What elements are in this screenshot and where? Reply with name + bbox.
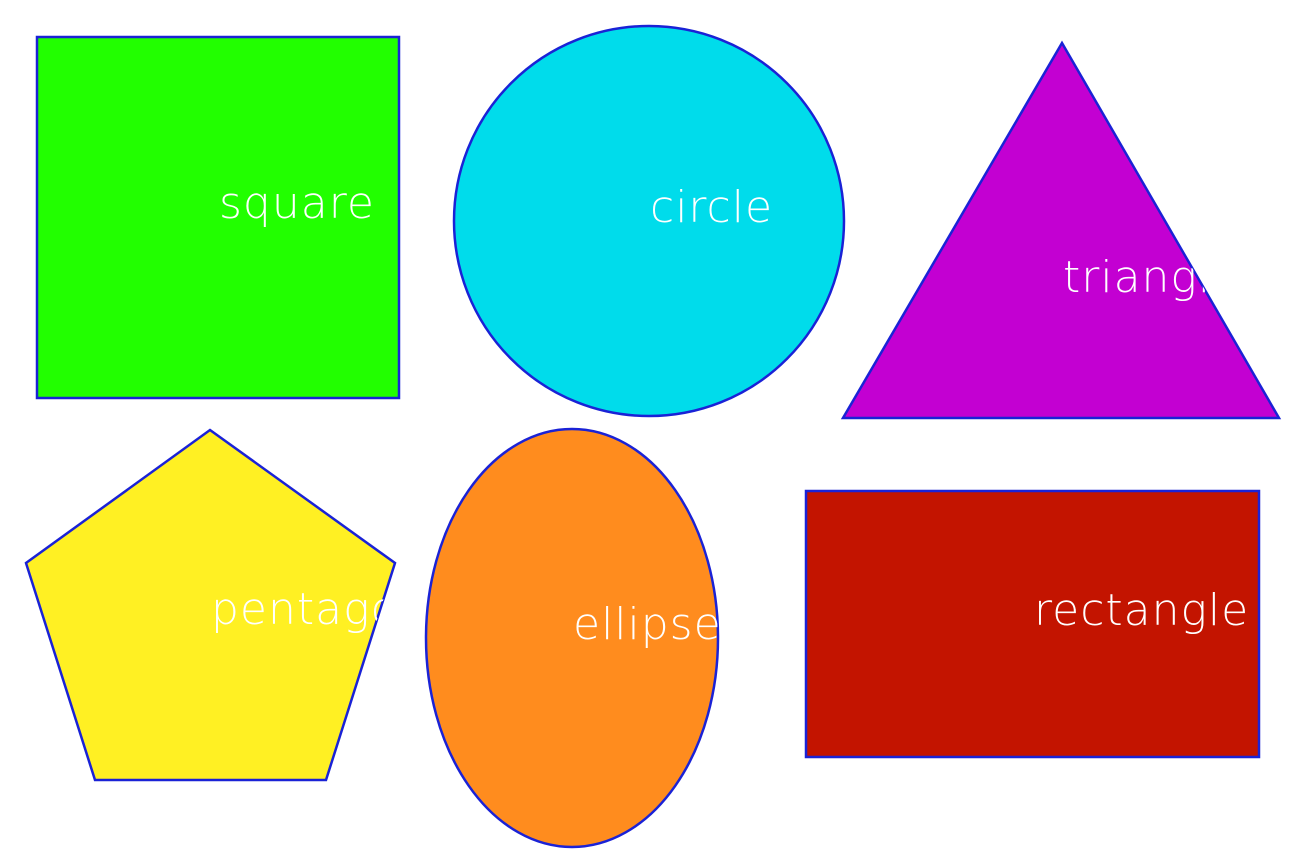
circle-shape	[452, 24, 846, 418]
ellipse-shape	[424, 427, 720, 849]
rectangle-shape-group: rectangle	[804, 489, 1261, 759]
triangle-shape-group: triangle	[840, 40, 1282, 420]
rectangle-shape	[804, 489, 1261, 759]
triangle-shape	[840, 40, 1282, 420]
circle-shape-group: circle	[452, 24, 846, 418]
rectangle-label: rectangle	[1034, 585, 1249, 636]
ellipse-label: ellipse	[573, 599, 722, 650]
ellipse-shape-group: ellipse	[424, 427, 722, 849]
pentagon-shape-group: pentagon	[24, 428, 427, 782]
triangle-label: triangle	[1063, 252, 1239, 303]
square-shape-group: square	[35, 35, 401, 400]
pentagon-label: pentagon	[211, 584, 427, 635]
circle-label: circle	[650, 182, 773, 233]
square-label: square	[219, 178, 375, 229]
pentagon-shape	[24, 428, 397, 782]
square-shape	[35, 35, 401, 400]
